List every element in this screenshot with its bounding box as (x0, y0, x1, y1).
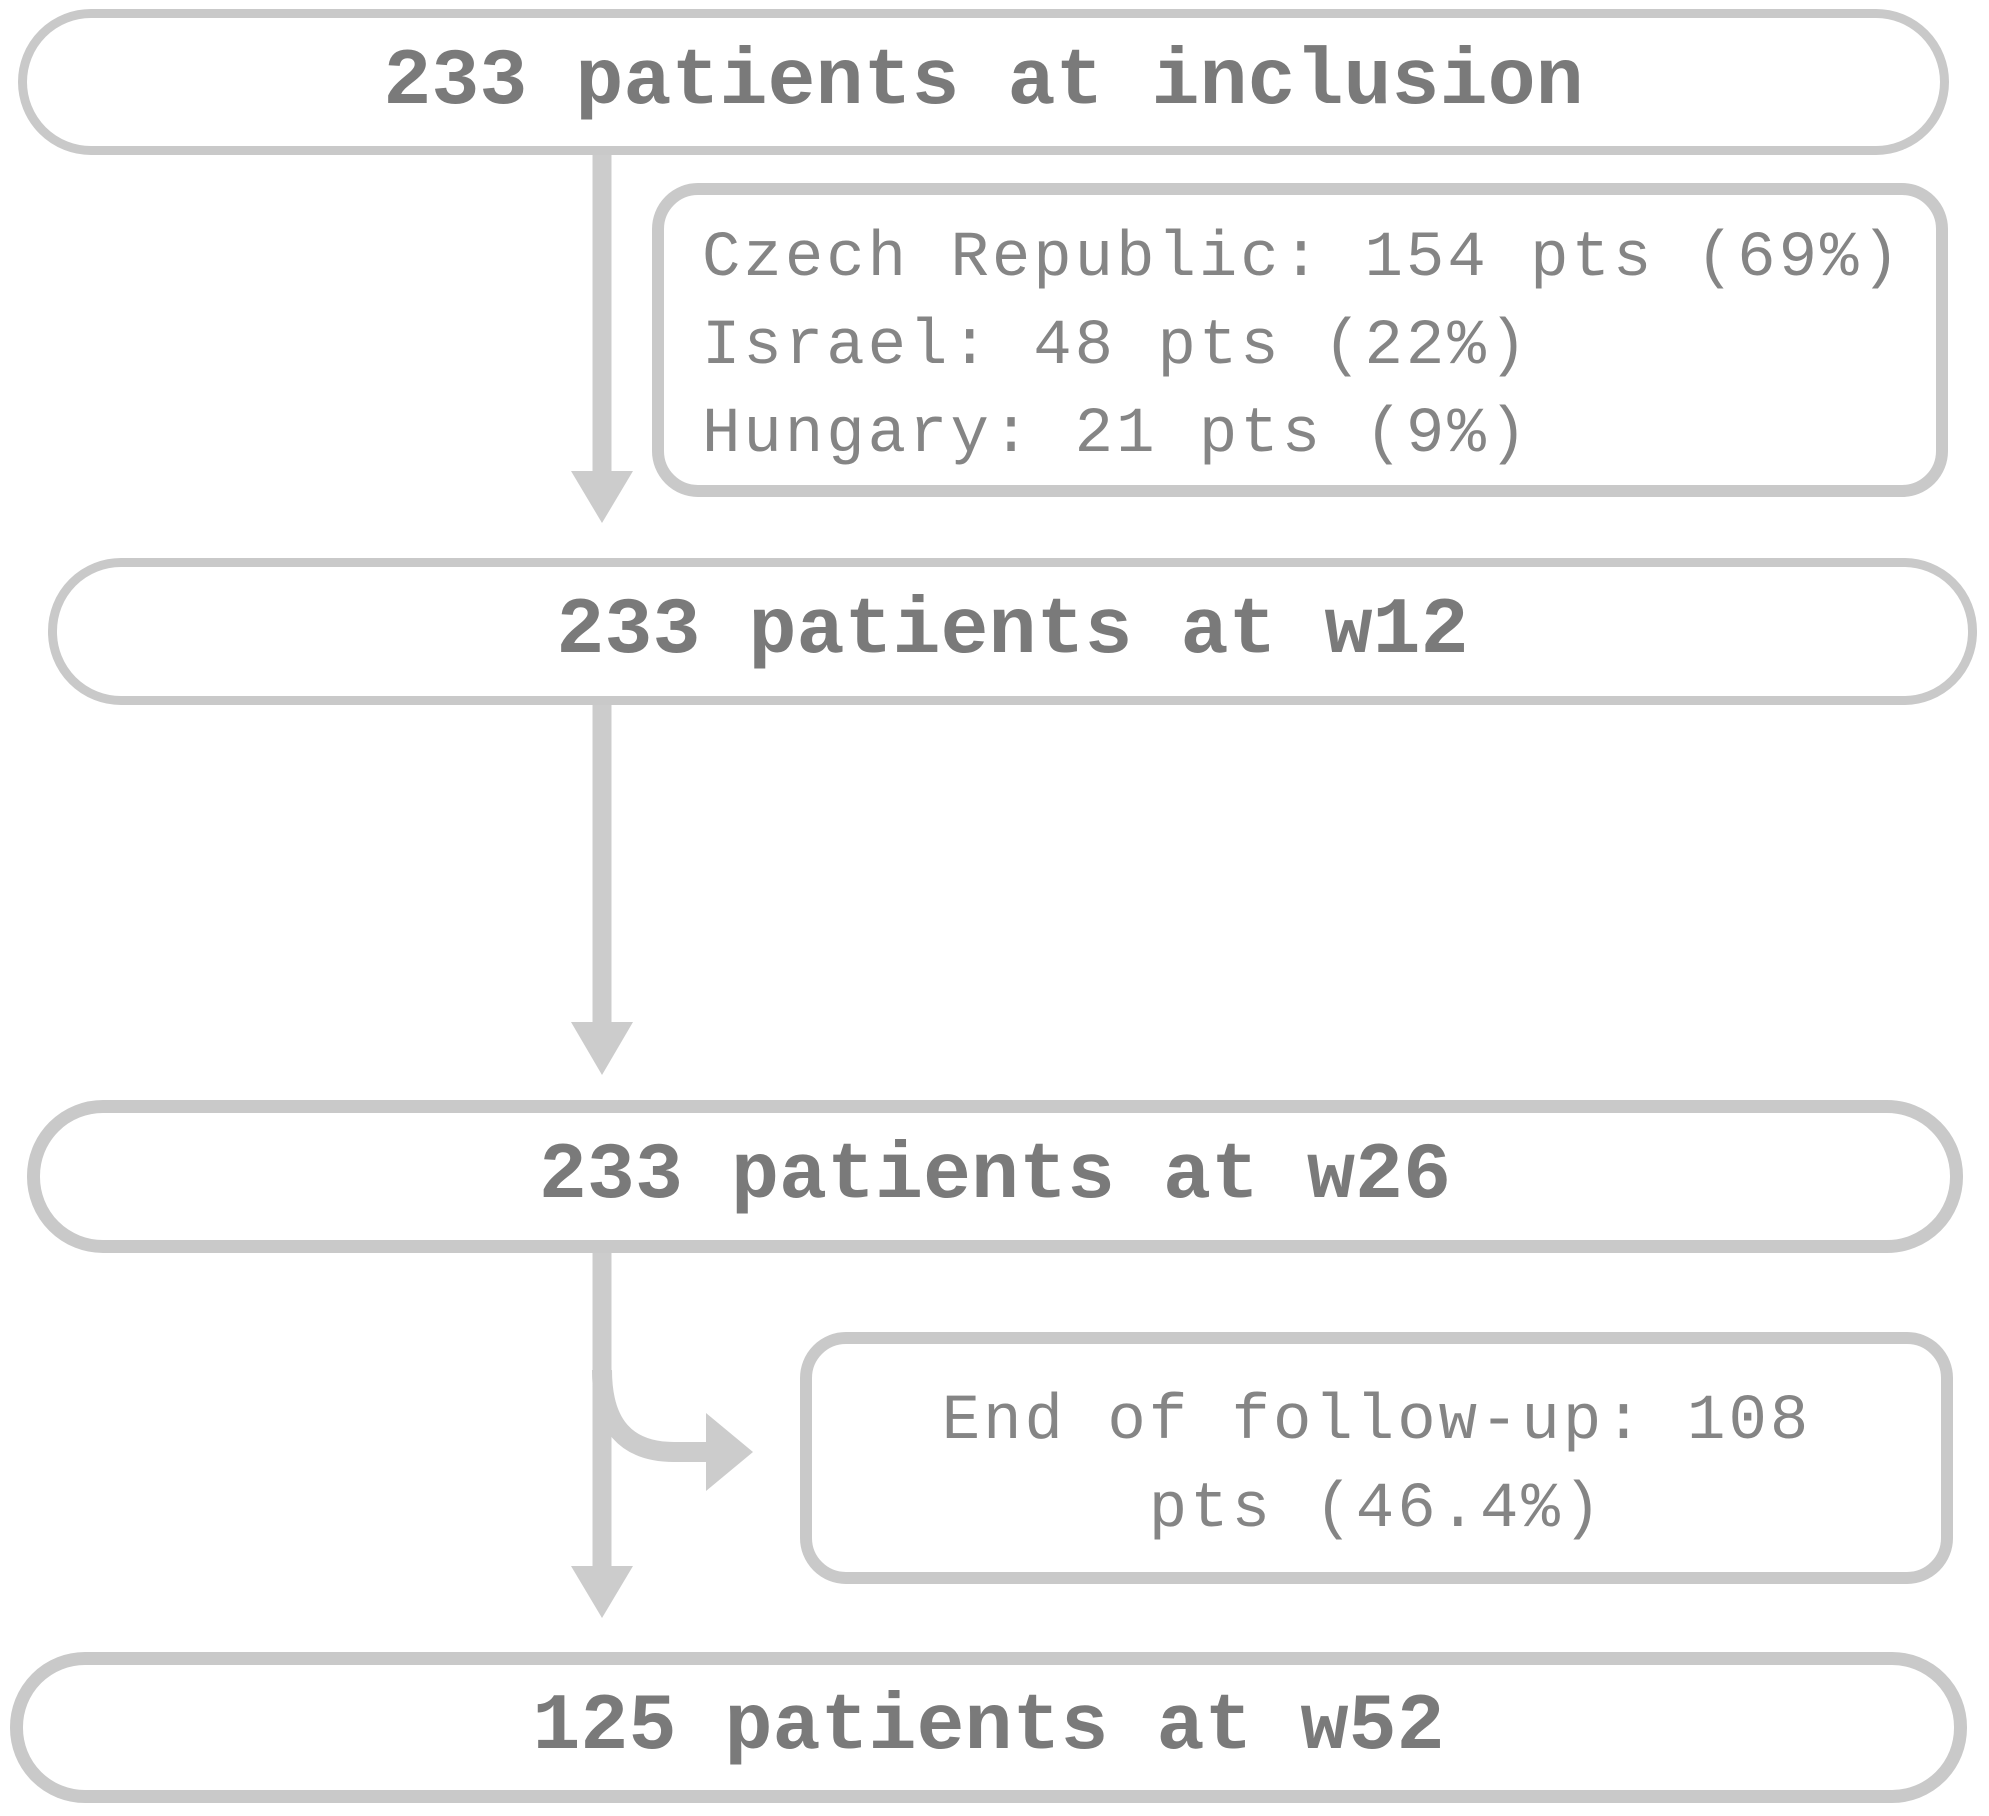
country-line-czech: Czech Republic: 154 pts (69%) (702, 223, 1903, 295)
country-line-israel: Israel: 48 pts (22%) (702, 311, 1531, 383)
box-w26-label: 233 patients at w26 (538, 1131, 1452, 1222)
box-country-breakdown: Czech Republic: 154 pts (69%) Israel: 48… (652, 183, 1948, 497)
box-w26: 233 patients at w26 (27, 1100, 1963, 1253)
country-line-hungary: Hungary: 21 pts (9%) (702, 399, 1531, 471)
followup-line-1: End of follow-up: 108 (941, 1386, 1812, 1458)
box-w52: 125 patients at w52 (10, 1652, 1967, 1803)
box-w52-label: 125 patients at w52 (532, 1682, 1445, 1773)
followup-line-2: pts (46.4%) (1148, 1474, 1605, 1546)
box-inclusion-label: 233 patients at inclusion (383, 36, 1584, 128)
box-inclusion: 233 patients at inclusion (18, 9, 1949, 155)
box-w12-label: 233 patients at w12 (556, 586, 1469, 677)
arrow-w12-to-w26 (571, 702, 633, 1075)
box-end-of-followup: End of follow-up: 108 pts (46.4%) (800, 1332, 1953, 1584)
arrow-inclusion-to-w12 (571, 152, 633, 523)
arrow-branch-to-followup (592, 1369, 753, 1491)
box-w12: 233 patients at w12 (48, 558, 1977, 705)
